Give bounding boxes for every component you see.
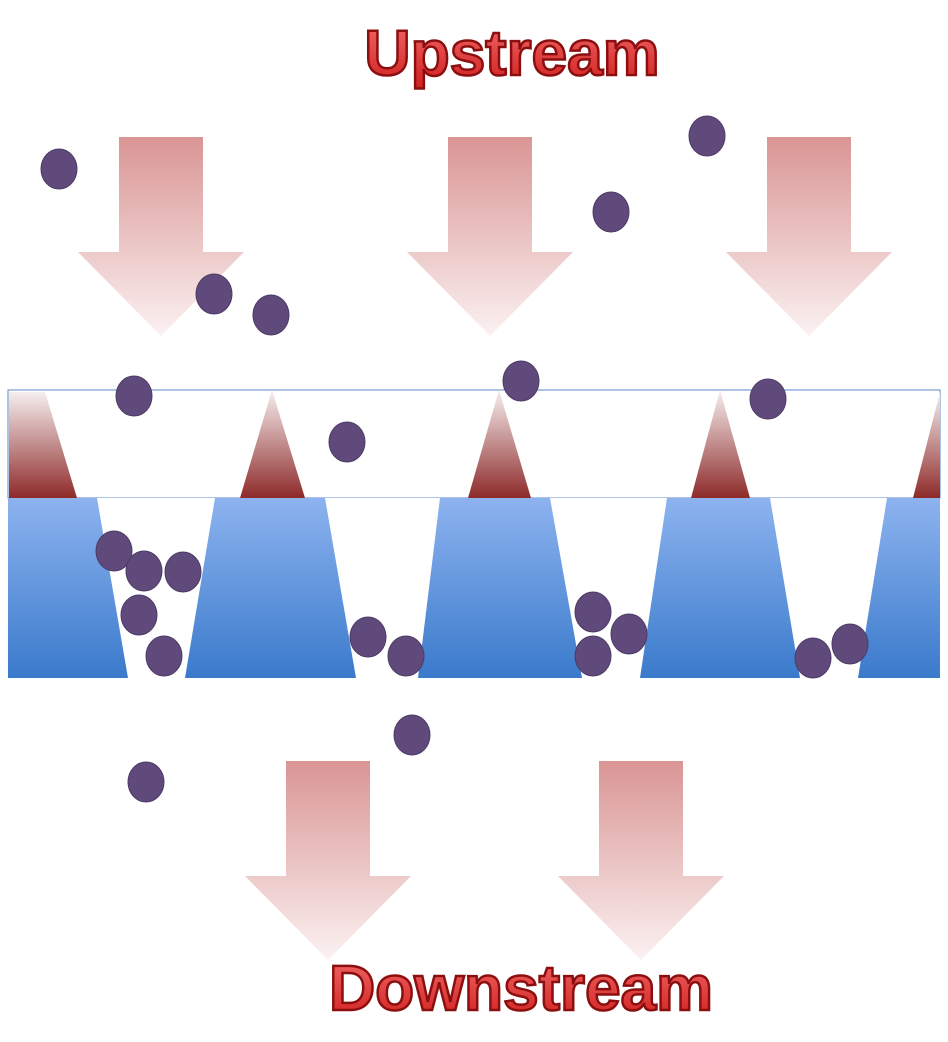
particle [252, 294, 290, 336]
particle [125, 550, 163, 592]
filter-spike [9, 392, 77, 498]
flow-arrow-down-2 [407, 137, 573, 336]
particle [502, 360, 540, 402]
particle [328, 421, 366, 463]
particle [145, 635, 183, 677]
particle [393, 714, 431, 756]
particle [127, 761, 165, 803]
flow-arrow-down-4 [245, 761, 411, 960]
filter-spike [691, 390, 750, 498]
flow-arrow-down-3 [726, 137, 892, 336]
particle [574, 635, 612, 677]
particle [120, 594, 158, 636]
particle [574, 591, 612, 633]
particle [387, 635, 425, 677]
particle [794, 637, 832, 679]
filter-spike [913, 392, 940, 498]
particle [40, 148, 78, 190]
flow-arrow-down-5 [558, 761, 724, 960]
particle [195, 273, 233, 315]
downstream-label: Downstream [329, 952, 713, 1024]
particles [40, 115, 869, 803]
particle [831, 623, 869, 665]
particle [115, 375, 153, 417]
filter-spike [240, 390, 305, 498]
filter-top-layer [7, 389, 941, 499]
particle [610, 613, 648, 655]
upstream-label: Upstream [364, 17, 659, 89]
particle [749, 378, 787, 420]
particle [688, 115, 726, 157]
particle [592, 191, 630, 233]
particle [95, 530, 133, 572]
particle [164, 551, 202, 593]
filter-spike [468, 390, 531, 498]
particle [349, 616, 387, 658]
downstream-arrows [245, 761, 724, 960]
upstream-arrows [78, 137, 892, 336]
